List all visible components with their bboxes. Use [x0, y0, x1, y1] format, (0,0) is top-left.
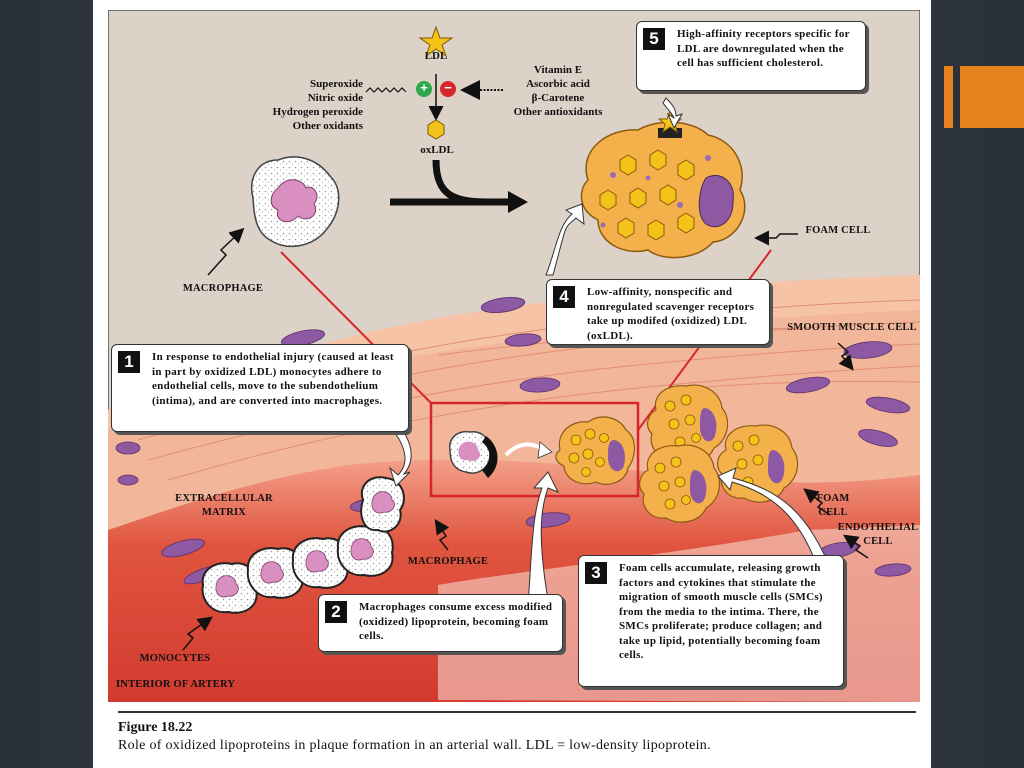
ldl-receptor [658, 128, 682, 138]
callout-step-4: 4 Low-affinity, nonspecific and nonregul… [546, 279, 770, 345]
callout-text: In response to endothelial injury (cause… [152, 351, 394, 407]
highlight-box [429, 401, 640, 498]
callout-step-5: 5 High-affinity receptors specific for L… [636, 21, 866, 91]
plus-sign: + [420, 80, 428, 95]
macrophage-cell-box [449, 430, 498, 478]
antioxidants-list: Vitamin E Ascorbic acid β-Carotene Other… [513, 64, 603, 118]
minus-sign: − [444, 80, 452, 95]
caption-rule [118, 711, 916, 713]
macrophage-label-bottom: MACROPHAGE [407, 556, 489, 567]
oxldl-uptake-arrow-head [508, 191, 528, 213]
figure-illustration [108, 10, 920, 702]
extracellular-matrix-label: EXTRACELLULAR MATRIX [175, 493, 273, 518]
oxldl-hexagon-icon [427, 119, 445, 140]
callout-text: Foam cells accumulate, releasing growth … [619, 562, 823, 661]
conversion-arrow-head [537, 441, 553, 459]
slide-accent-bars [944, 66, 1024, 128]
plaque-formation-figure: LDL Superoxide Nitric oxide Hydrogen per… [108, 10, 920, 702]
callout-text: Low-affinity, nonspecific and nonregulat… [587, 286, 755, 342]
monocytes-label: MONOCYTES [139, 653, 211, 664]
macrophage-label-top: MACROPHAGE [182, 283, 264, 294]
callout-step-2: 2 Macrophages consume excess modified (o… [318, 594, 563, 652]
ldl-star-icon [418, 25, 454, 58]
oxidants-list: Superoxide Nitric oxide Hydrogen peroxid… [272, 78, 363, 132]
foam-cell-label-right: FOAM CELL [816, 493, 850, 518]
callout-step-1: 1 In response to endothelial injury (cau… [111, 344, 409, 432]
monocytes-group [201, 476, 405, 614]
oxidant-wavy-arrow [365, 87, 407, 93]
endothelial-cell-label: ENDOTHELIAL CELL [837, 522, 919, 547]
callout-text: Macrophages consume excess modified (oxi… [359, 601, 553, 642]
accent-bar-wide [960, 66, 1024, 128]
plus-circle [416, 81, 432, 97]
step-number-badge: 2 [325, 601, 347, 623]
callout-step-3: 3 Foam cells accumulate, releasing growt… [578, 555, 844, 687]
step-number-badge: 5 [643, 28, 665, 50]
step-number-badge: 1 [118, 351, 140, 373]
foam-cell-cluster [639, 384, 799, 523]
ldl-label: LDL [424, 50, 448, 62]
foam-cell-box [555, 416, 636, 485]
minus-circle [440, 81, 456, 97]
accent-bar-thin [944, 66, 953, 128]
label-pointers [182, 227, 869, 651]
interior-of-artery-label: INTERIOR OF ARTERY [116, 679, 236, 690]
foam-cell-top [580, 109, 746, 259]
foam-cell-label-top: FOAM CELL [805, 225, 871, 236]
macrophage-cell-top [251, 156, 340, 248]
step-number-badge: 4 [553, 286, 575, 308]
smooth-muscle-cell-label: SMOOTH MUSCLE CELL [787, 322, 917, 333]
oxldl-label: oxLDL [420, 144, 454, 156]
figure-caption-text: Role of oxidized lipoproteins in plaque … [118, 738, 711, 753]
callout-text: High-affinity receptors specific for LDL… [677, 28, 850, 69]
figure-caption-title: Figure 18.22 [118, 720, 193, 735]
step-number-badge: 3 [585, 562, 607, 584]
